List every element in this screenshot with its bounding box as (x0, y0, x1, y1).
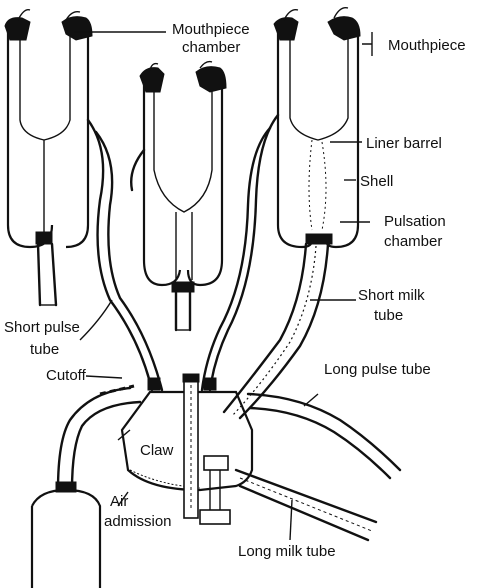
label-shell: Shell (360, 173, 393, 190)
teat-cup-middle (139, 60, 227, 332)
label-air-admission-1: Air (110, 493, 128, 510)
label-mouthpiece-chamber-1: Mouthpiece (172, 21, 250, 38)
label-short-milk-tube-2: tube (374, 307, 403, 324)
claw-body (120, 373, 378, 542)
leader-lines (74, 31, 373, 541)
long-pulse-tube (246, 392, 402, 480)
label-mouthpiece: Mouthpiece (388, 37, 466, 54)
teat-cup-left (4, 9, 93, 307)
teat-cup-right (273, 7, 361, 249)
label-mouthpiece-chamber-2: chamber (182, 39, 240, 56)
label-short-pulse-tube-2: tube (30, 341, 59, 358)
label-pulsation-chamber-1: Pulsation (384, 213, 446, 230)
label-liner-barrel: Liner barrel (366, 135, 442, 152)
label-long-milk-tube: Long milk tube (238, 543, 336, 560)
label-long-pulse-tube: Long pulse tube (324, 361, 431, 378)
label-short-milk-tube-1: Short milk (358, 287, 425, 304)
labels: Mouthpiece chamber Mouthpiece Liner barr… (4, 21, 466, 560)
cutoff-tube (30, 384, 142, 588)
label-claw: Claw (140, 442, 174, 459)
short-pulse-tubes (86, 113, 280, 392)
label-air-admission-2: admission (104, 513, 172, 530)
label-cutoff: Cutoff (46, 367, 87, 384)
label-short-pulse-tube-1: Short pulse (4, 319, 80, 336)
label-pulsation-chamber-2: chamber (384, 233, 442, 250)
